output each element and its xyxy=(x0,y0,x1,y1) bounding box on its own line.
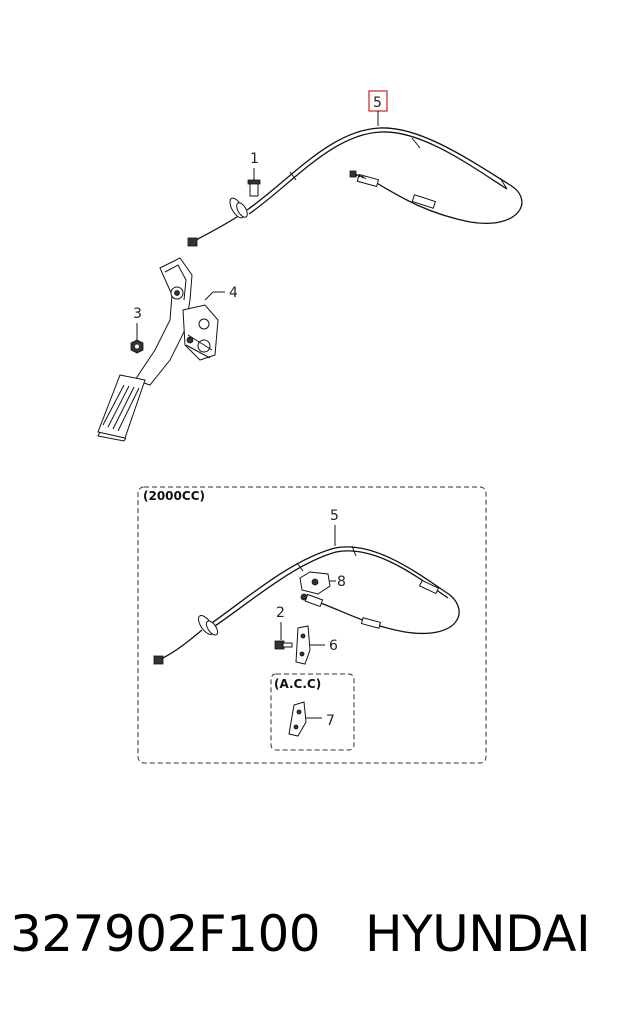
brand-name: HYUNDAI xyxy=(365,905,591,963)
callout-pedal: 4 xyxy=(204,285,238,301)
acc-box: (A.C.C) 7 xyxy=(270,673,355,751)
callout-bolt: 1 xyxy=(247,151,261,197)
callout-main-cable: 5 xyxy=(368,90,388,126)
callout-label-nut: 3 xyxy=(133,306,142,322)
footer: 327902F100 HYUNDAI xyxy=(0,905,621,975)
callout-label-pedal: 4 xyxy=(229,285,238,301)
acc-label: (A.C.C) xyxy=(274,677,321,691)
accelerator-pedal-assembly xyxy=(97,257,219,442)
callout-label-sub-bracket: 8 xyxy=(337,574,346,590)
callout-label-sub-bolt: 2 xyxy=(276,605,285,621)
cable-grommet xyxy=(187,197,248,247)
callout-label-main-cable: 5 xyxy=(373,95,382,111)
sub-cable xyxy=(153,545,460,665)
cable-end-fitting xyxy=(349,170,380,188)
callout-label-sub-plate: 6 xyxy=(329,638,338,654)
main-cable xyxy=(187,127,523,247)
variant-2000cc-box: (2000CC) 5 8 xyxy=(137,486,487,764)
part-number: 327902F100 xyxy=(10,905,321,963)
callout-label-bolt: 1 xyxy=(250,151,259,167)
sub-plate: 6 xyxy=(295,625,338,665)
variant-label: (2000CC) xyxy=(143,489,205,503)
parts-diagram: 5 1 4 3 ( xyxy=(97,90,523,764)
sub-bolt: 2 xyxy=(274,605,293,650)
callout-label-acc-plate: 7 xyxy=(326,713,335,729)
callout-label-sub-cable: 5 xyxy=(330,508,339,524)
callout-nut: 3 xyxy=(130,306,144,354)
sub-bracket: 8 xyxy=(299,571,346,595)
